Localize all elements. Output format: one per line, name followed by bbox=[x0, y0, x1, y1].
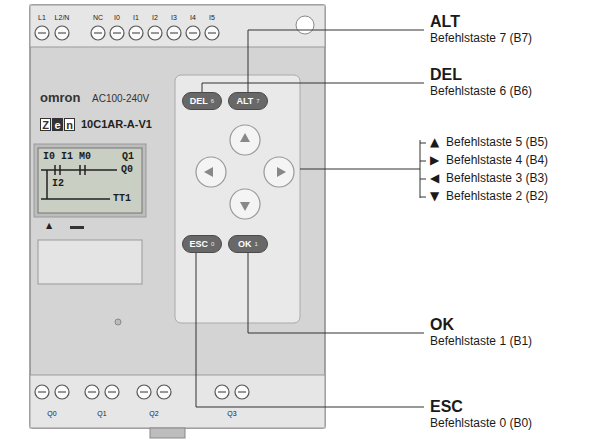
model-number: 10C1AR-A-V1 bbox=[81, 118, 152, 131]
terminal-label: I5 bbox=[209, 14, 215, 22]
housing bbox=[30, 5, 325, 428]
key-number: 7 bbox=[256, 98, 259, 104]
body-hole bbox=[115, 319, 121, 325]
key-description: Befehlstaste 4 (B4) bbox=[446, 154, 548, 168]
key-description: Befehlstaste 2 (B2) bbox=[446, 190, 548, 204]
arrow-symbol: ▼ bbox=[430, 190, 439, 204]
key-panel bbox=[175, 75, 300, 323]
key-button: OK1 bbox=[228, 235, 268, 253]
key-callout: ALT bbox=[430, 13, 460, 31]
key-number: 1 bbox=[255, 241, 258, 247]
voltage-rating: AC100-240V bbox=[92, 93, 149, 105]
terminal-label: I4 bbox=[190, 14, 196, 22]
terminal-label: Q3 bbox=[227, 410, 236, 418]
terminal-label: L2/N bbox=[55, 14, 70, 22]
display-text: Q0 bbox=[121, 164, 133, 175]
terminal-strip bbox=[30, 375, 325, 428]
status-marker: ▲ bbox=[46, 221, 52, 230]
brand-name: omron bbox=[40, 91, 80, 106]
lcd-display bbox=[38, 148, 142, 213]
key-description: Befehlstaste 3 (B3) bbox=[446, 172, 548, 186]
arrow-symbol: ▶ bbox=[430, 154, 439, 168]
key-button: DEL6 bbox=[182, 92, 222, 110]
key-description: Befehlstaste 5 (B5) bbox=[446, 136, 548, 150]
logo-letter: e bbox=[52, 118, 63, 131]
key-description: Befehlstaste 0 (B0) bbox=[430, 417, 532, 431]
display-text: TT1 bbox=[113, 193, 131, 204]
logo-letter: Z bbox=[40, 118, 51, 131]
key-button: ALT7 bbox=[228, 92, 268, 110]
key-name: ESC bbox=[190, 239, 209, 249]
display-text: Q1 bbox=[122, 151, 134, 162]
label-window bbox=[38, 240, 142, 284]
key-number: 0 bbox=[211, 241, 214, 247]
terminal-label: I2 bbox=[152, 14, 158, 22]
key-description: Befehlstaste 6 (B6) bbox=[430, 85, 532, 99]
key-number: 6 bbox=[211, 98, 214, 104]
key-description: Befehlstaste 7 (B7) bbox=[430, 32, 532, 46]
key-callout: DEL bbox=[430, 66, 462, 84]
lcd-display: I0 I1 M0 Q1Q0I2TT1 bbox=[38, 148, 142, 213]
terminal-label: L1 bbox=[38, 14, 46, 22]
terminal-label: I0 bbox=[114, 14, 120, 22]
key-button: ESC0 bbox=[182, 235, 222, 253]
terminal-label: Q1 bbox=[97, 410, 106, 418]
leader-lines bbox=[196, 30, 426, 407]
key-description: Befehlstaste 1 (B1) bbox=[430, 335, 532, 349]
arrow-symbol: ▲ bbox=[430, 136, 439, 150]
arrow-key-symbols bbox=[204, 133, 286, 211]
display-text: I0 I1 M0 bbox=[43, 151, 91, 162]
key-name: OK bbox=[238, 239, 252, 249]
terminal-strip bbox=[30, 5, 325, 47]
display-frame bbox=[34, 144, 146, 217]
key-callout: OK bbox=[430, 316, 454, 334]
ladder-lines bbox=[41, 165, 117, 199]
terminal-label: Q2 bbox=[149, 410, 158, 418]
key-name: DEL bbox=[190, 96, 208, 106]
status-dash bbox=[70, 226, 84, 229]
key-callout: ESC bbox=[430, 398, 463, 416]
key-name: ALT bbox=[236, 96, 253, 106]
din-clip bbox=[150, 428, 185, 438]
display-text: I2 bbox=[52, 178, 64, 189]
terminal-label: I3 bbox=[171, 14, 177, 22]
terminal-label: I1 bbox=[133, 14, 139, 22]
mounting-hole bbox=[296, 16, 314, 34]
terminal-label: NC bbox=[93, 14, 103, 22]
arrow-symbol: ◀ bbox=[430, 172, 439, 186]
logo-letter: n bbox=[64, 118, 75, 131]
arrow-keys bbox=[196, 125, 294, 219]
terminal-label: Q0 bbox=[47, 410, 56, 418]
